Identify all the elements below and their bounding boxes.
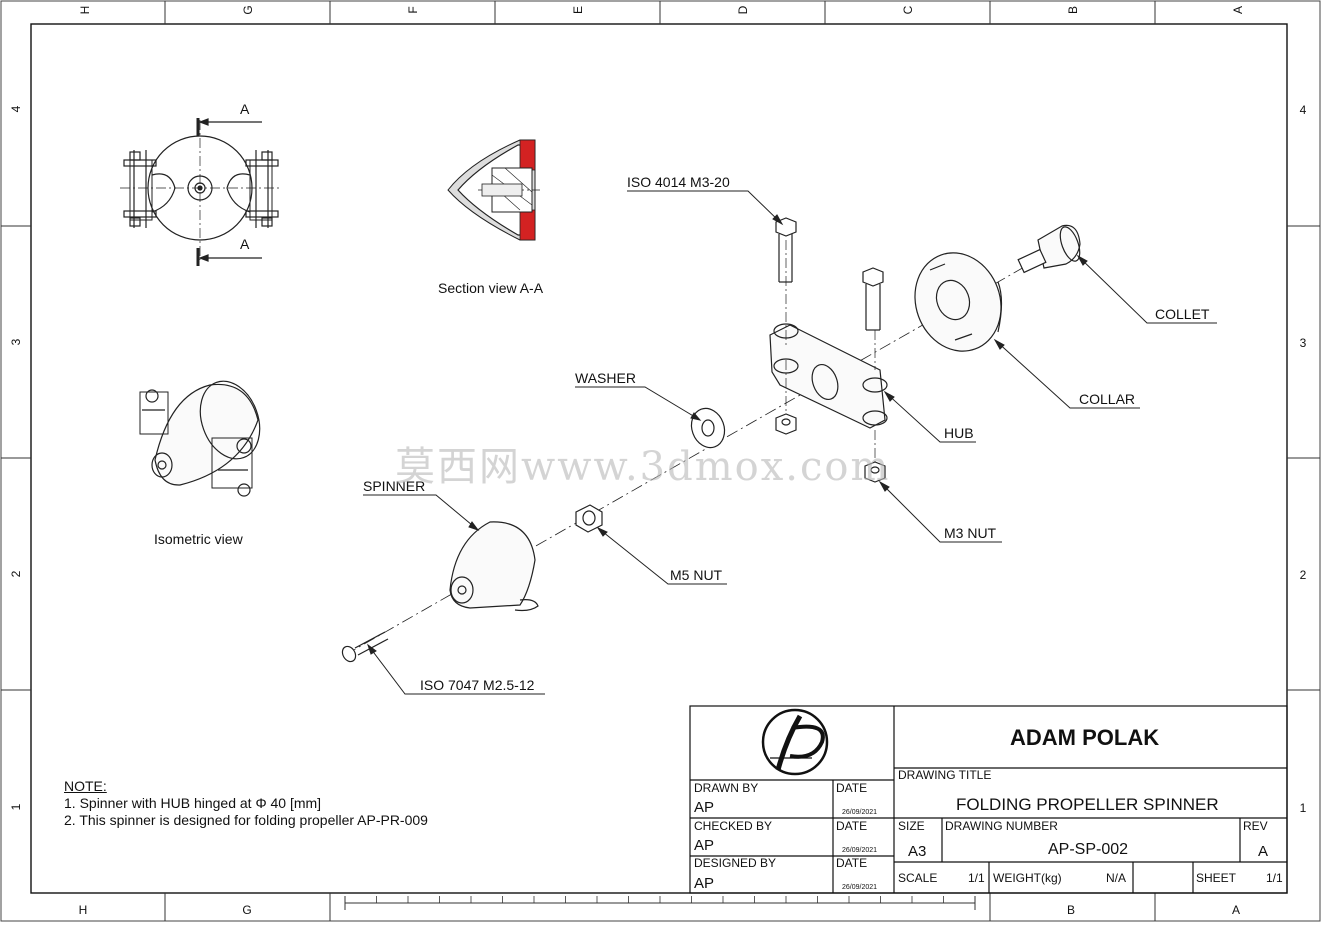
- zone-bottom-B: B: [1066, 903, 1075, 917]
- drawing-title: FOLDING PROPELLER SPINNER: [956, 795, 1219, 814]
- rev-value: A: [1258, 843, 1269, 860]
- zone-right-2: 2: [1299, 568, 1307, 582]
- callout-spinner: SPINNER: [363, 478, 426, 494]
- callout-iso7047: ISO 7047 M2.5-12: [420, 677, 535, 693]
- date-drawn-value: 26/09/2021: [842, 809, 878, 816]
- sheet-value: 1/1: [1266, 871, 1283, 885]
- scale-label: SCALE: [898, 871, 938, 885]
- front-view: [120, 118, 280, 266]
- designed-by-label: DESIGNED BY: [694, 856, 777, 870]
- section-view: [447, 139, 540, 241]
- zone-top-H: H: [78, 5, 92, 15]
- zone-bottom-H: H: [78, 903, 88, 917]
- zone-bottom-G: G: [242, 903, 252, 917]
- callout-collar: COLLAR: [1079, 391, 1136, 407]
- callout-hub: HUB: [944, 425, 974, 441]
- zone-left-2: 2: [9, 570, 23, 578]
- drawn-by-label: DRAWN BY: [694, 781, 759, 795]
- company-name: ADAM POLAK: [1010, 725, 1160, 750]
- drawing-number-label: DRAWING NUMBER: [945, 819, 1058, 833]
- callout-m5-nut: M5 NUT: [670, 567, 723, 583]
- notes-block: NOTE: 1. Spinner with HUB hinged at Φ 40…: [64, 778, 428, 829]
- zone-bottom-A: A: [1231, 903, 1240, 917]
- m5-nut-part: [575, 504, 603, 533]
- size-label: SIZE: [898, 819, 925, 833]
- sheet-label: SHEET: [1196, 871, 1237, 885]
- weight-label: WEIGHT(kg): [993, 871, 1062, 885]
- date-label-checked: DATE: [836, 819, 868, 833]
- m3-nut-parts: [775, 413, 886, 483]
- notes-heading: NOTE:: [64, 778, 107, 794]
- zone-left-1: 1: [9, 803, 23, 811]
- logo-mark: [761, 708, 829, 776]
- callout-collet: COLLET: [1155, 306, 1210, 322]
- collar-part: [914, 252, 1003, 352]
- section-letter-bottom: A: [240, 236, 250, 252]
- notes-line-1: 1. Spinner with HUB hinged at Φ 40 [mm]: [64, 795, 322, 811]
- zone-right-4: 4: [1299, 103, 1307, 117]
- isometric-view: [139, 380, 261, 497]
- zone-top-D: D: [736, 5, 750, 15]
- section-letter-top: A: [240, 101, 250, 117]
- drawn-by-value: AP: [694, 799, 715, 816]
- hub-part: [769, 240, 888, 470]
- collet-part: [1017, 224, 1081, 274]
- weight-value: N/A: [1106, 871, 1127, 885]
- zone-top-E: E: [571, 6, 585, 15]
- screw-m2-5: [341, 631, 389, 663]
- checked-by-label: CHECKED BY: [694, 819, 773, 833]
- date-checked-value: 26/09/2021: [842, 847, 878, 854]
- drawing-title-label: DRAWING TITLE: [898, 768, 992, 782]
- zone-top-B: B: [1066, 6, 1080, 15]
- washer-part: [690, 407, 726, 449]
- zone-left-4: 4: [9, 105, 23, 113]
- drawing-number-value: AP-SP-002: [1048, 841, 1129, 858]
- rev-label: REV: [1243, 819, 1268, 833]
- callout-washer: WASHER: [575, 370, 636, 386]
- callout-m3-nut: M3 NUT: [944, 525, 997, 541]
- exploded-assembly: [341, 217, 1081, 663]
- date-label-drawn: DATE: [836, 781, 868, 795]
- zone-top-A: A: [1231, 6, 1245, 15]
- section-view-caption: Section view A-A: [438, 280, 544, 296]
- zone-top-F: F: [406, 6, 420, 14]
- scale-ruler: [344, 896, 976, 903]
- callout-iso4014: ISO 4014 M3-20: [627, 174, 730, 190]
- scale-value: 1/1: [968, 871, 985, 885]
- size-value: A3: [908, 843, 927, 860]
- spinner-part: [449, 521, 539, 612]
- designed-by-value: AP: [694, 875, 715, 892]
- zone-top-G: G: [241, 5, 255, 15]
- zone-top-C: C: [901, 5, 915, 15]
- zone-right-3: 3: [1299, 336, 1307, 350]
- title-block-lines: [689, 705, 1288, 894]
- zone-left-3: 3: [9, 338, 23, 346]
- callout-leaders: [363, 190, 1217, 695]
- notes-line-2: 2. This spinner is designed for folding …: [64, 812, 428, 828]
- date-label-designed: DATE: [836, 856, 868, 870]
- watermark-text: 莫西网www.3dmox.com: [395, 444, 891, 490]
- isometric-view-caption: Isometric view: [154, 531, 243, 547]
- date-designed-value: 26/09/2021: [842, 884, 878, 891]
- zone-right-1: 1: [1299, 801, 1307, 815]
- checked-by-value: AP: [694, 837, 715, 854]
- bolt-hub-upper: [862, 267, 884, 331]
